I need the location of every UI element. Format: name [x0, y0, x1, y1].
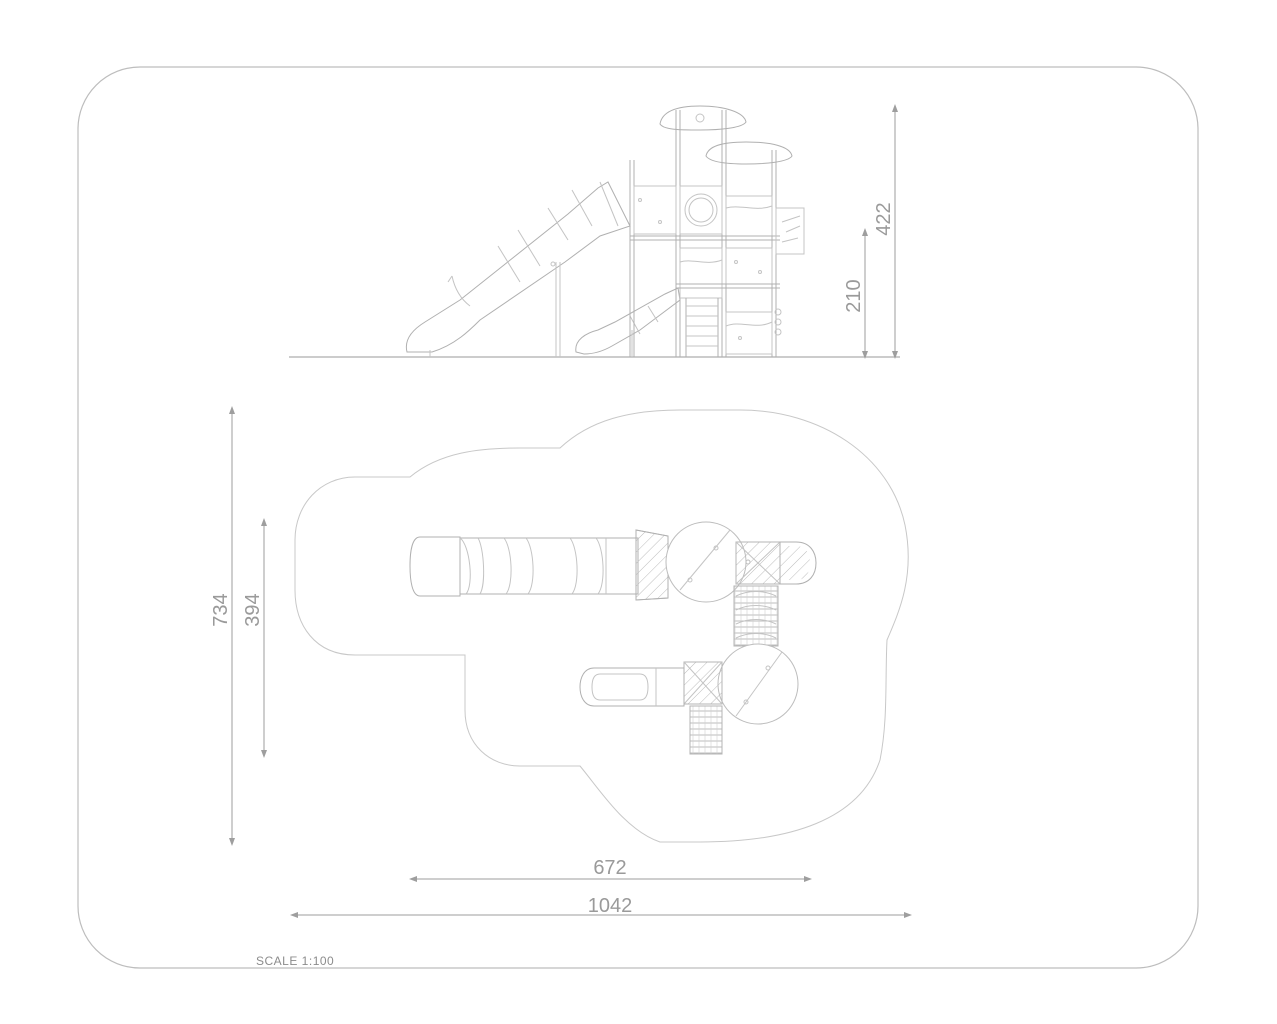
ladder-plan — [689, 705, 723, 755]
dim-label-422: 422 — [873, 202, 895, 235]
bridge-connector — [733, 585, 779, 647]
tube-slide-plan — [409, 536, 639, 597]
small-slide-plan — [579, 667, 685, 707]
deck-entry-left — [635, 529, 669, 601]
round-deck-lower — [717, 643, 799, 725]
dim-label-210: 210 — [843, 279, 865, 312]
deck-end-hatch — [780, 546, 810, 580]
dim-label-1042: 1042 — [588, 895, 633, 917]
plan-view: 734 394 672 1042 — [210, 406, 912, 918]
elevation-view: 422 210 — [289, 104, 900, 359]
safety-zone-outline — [294, 409, 909, 843]
scale-label: SCALE 1:100 — [256, 954, 334, 968]
drawing-frame — [77, 66, 1199, 969]
tube-slide-elevation — [405, 181, 631, 357]
ladder-elevation — [685, 298, 719, 357]
tower-elevation — [629, 105, 805, 357]
dim-label-672: 672 — [593, 857, 626, 879]
small-slide-elevation — [575, 287, 681, 357]
dim-label-394: 394 — [242, 593, 264, 626]
dim-label-734: 734 — [210, 593, 232, 626]
